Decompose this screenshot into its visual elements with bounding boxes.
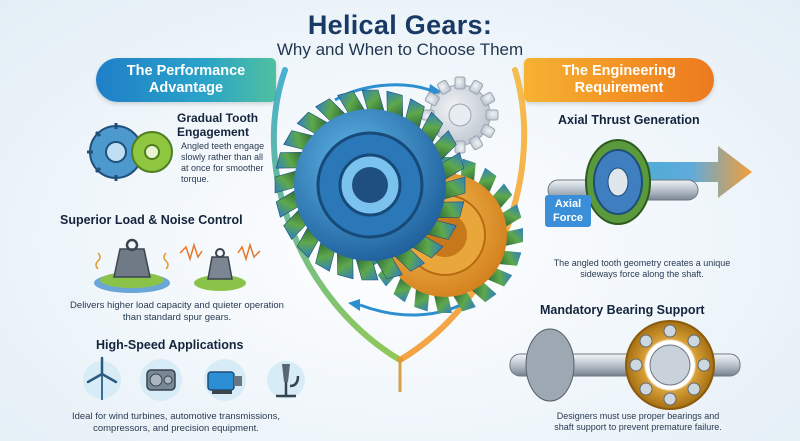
page-title: Helical Gears: bbox=[307, 10, 493, 40]
transmission-icon bbox=[140, 359, 182, 401]
axial-thrust-illustration bbox=[547, 139, 752, 225]
engagement-body: Angled teeth engage slowly rather than a… bbox=[181, 141, 265, 184]
high-speed-heading: High-Speed Applications bbox=[96, 338, 244, 352]
bearing-body: Designers must use proper bearings and s… bbox=[554, 411, 722, 432]
axial-force-label: Axial Force bbox=[553, 198, 583, 224]
axial-force-badge: Axial Force bbox=[545, 195, 591, 227]
quiet-gear-sound-wave-icon bbox=[179, 242, 261, 291]
heavy-weight-on-gear-icon bbox=[94, 238, 170, 293]
page-subtitle: Why and When to Choose Them bbox=[276, 40, 524, 59]
axial-thrust-heading: Axial Thrust Generation bbox=[558, 113, 700, 127]
load-noise-heading: Superior Load & Noise Control bbox=[60, 213, 243, 227]
engagement-heading: Gradual Tooth Engagement bbox=[177, 111, 259, 139]
meshing-gears-icon bbox=[87, 123, 173, 181]
central-helical-gears bbox=[274, 76, 523, 313]
engineering-requirement-label: The Engineering Requirement bbox=[562, 63, 676, 96]
high-speed-body: Ideal for wind turbines, automotive tran… bbox=[71, 411, 281, 434]
load-noise-body: Delivers higher load capacity and quiete… bbox=[70, 300, 284, 323]
performance-advantage-pill: The Performance Advantage bbox=[96, 58, 276, 102]
axial-thrust-body: The angled tooth geometry creates a uniq… bbox=[553, 258, 731, 279]
wind-turbine-icon bbox=[83, 356, 121, 400]
bearing-support-illustration bbox=[509, 320, 741, 410]
large-blue-helical-gear-icon bbox=[274, 89, 466, 281]
engineering-requirement-pill: The Engineering Requirement bbox=[524, 58, 714, 102]
bearing-heading: Mandatory Bearing Support bbox=[540, 303, 705, 317]
compressor-icon bbox=[204, 359, 246, 401]
small-grey-gear-icon bbox=[421, 76, 499, 154]
microscope-icon bbox=[267, 361, 305, 399]
performance-advantage-label: The Performance Advantage bbox=[126, 63, 246, 96]
